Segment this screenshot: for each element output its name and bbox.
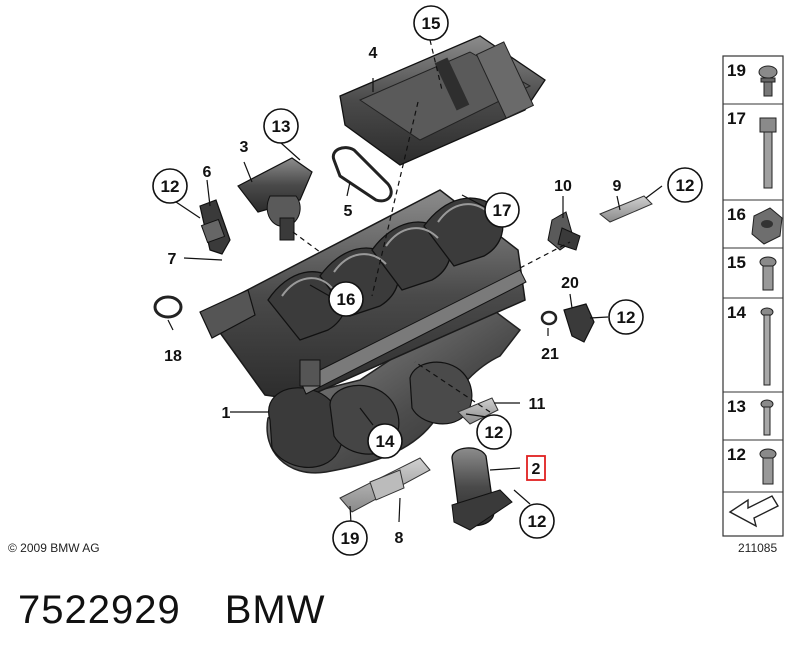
screw-19-icon — [758, 65, 778, 97]
bracket-block — [299, 359, 321, 387]
callout-12-bracket11: 12 — [476, 414, 512, 450]
bracket-10 — [547, 211, 581, 251]
label-18: 18 — [164, 348, 182, 365]
bolt-17-icon — [759, 117, 777, 189]
callout-12-sensor6: 12 — [152, 168, 188, 204]
svg-text:13: 13 — [272, 117, 291, 136]
bracket-9 — [599, 195, 653, 223]
callout-14: 14 — [367, 423, 403, 459]
o-ring-18 — [153, 295, 183, 319]
screw-12-icon — [759, 448, 777, 485]
label-2-highlighted: 2 — [526, 455, 546, 481]
fastener-panel: 19 17 16 15 14 13 12 — [722, 55, 784, 537]
panel-label-12: 12 — [727, 445, 746, 464]
panel-label-14: 14 — [727, 303, 746, 322]
label-20: 20 — [561, 275, 579, 292]
sensor-20 — [563, 303, 595, 343]
svg-text:12: 12 — [485, 423, 504, 442]
panel-label-19: 19 — [727, 61, 746, 80]
gasket-loop-5 — [331, 146, 393, 203]
label-21: 21 — [541, 346, 559, 363]
sensor-6 — [199, 199, 231, 255]
intake-manifold-illustration — [199, 189, 527, 474]
copyright-notice: © 2009 BMW AG — [8, 541, 100, 555]
panel-label-13: 13 — [727, 397, 746, 416]
svg-text:15: 15 — [422, 14, 441, 33]
svg-text:12: 12 — [528, 512, 547, 531]
bracket-11 — [457, 397, 499, 425]
label-11: 11 — [529, 396, 546, 413]
label-1: 1 — [222, 405, 231, 422]
leader-lines — [167, 39, 663, 524]
callout-19: 19 — [332, 520, 368, 556]
part-number: 7522929 — [18, 588, 181, 632]
o-ring-21 — [540, 310, 558, 326]
bolt-14-icon — [760, 307, 774, 386]
diagram-id: 211085 — [738, 541, 778, 555]
callout-12-bracket9: 12 — [667, 167, 703, 203]
callout-12-bracket10: 12 — [0, 0, 19, 4]
label-4: 4 — [369, 45, 378, 62]
callout-12-actuator: 12 — [519, 503, 555, 539]
callout-13: 13 — [263, 108, 299, 144]
bracket-8-tab — [369, 469, 405, 501]
direction-arrow-icon — [728, 495, 779, 528]
actuator-2 — [451, 447, 513, 531]
cover-plate-4 — [339, 35, 546, 166]
callout-17: 17 — [484, 192, 520, 228]
panel-label-17: 17 — [727, 109, 746, 128]
label-7: 7 — [168, 251, 177, 268]
screw-13-icon — [760, 399, 774, 436]
svg-text:14: 14 — [376, 432, 395, 451]
label-10: 10 — [554, 178, 572, 195]
callout-16: 16 — [328, 281, 364, 317]
svg-text:17: 17 — [493, 201, 512, 220]
footer-caption: 7522929 BMW — [18, 588, 326, 633]
svg-text:16: 16 — [337, 290, 356, 309]
nut-16-icon — [751, 207, 783, 245]
label-8: 8 — [395, 530, 404, 547]
panel-label-15: 15 — [727, 253, 746, 272]
callout-15: 15 — [413, 5, 449, 41]
svg-text:19: 19 — [341, 529, 360, 548]
manifold-flange — [199, 289, 256, 339]
svg-text:12: 12 — [161, 177, 180, 196]
panel-label-16: 16 — [727, 205, 746, 224]
plain-labels: 4 3 6 5 10 9 7 20 18 21 1 11 2 8 — [164, 45, 621, 547]
runner-bulb-3 — [409, 361, 473, 425]
label-5: 5 — [344, 203, 353, 220]
svg-text:12: 12 — [617, 308, 636, 327]
label-9: 9 — [613, 178, 622, 195]
label-6: 6 — [203, 164, 212, 181]
svg-text:2: 2 — [532, 461, 541, 478]
label-3: 3 — [240, 139, 249, 156]
screw-15-icon — [759, 256, 777, 291]
manifold-rail — [299, 269, 527, 395]
brand-name: BMW — [224, 588, 326, 632]
callouts: 12 13 12 15 17 12 16 12 — [0, 0, 703, 556]
callout-12-sensor20: 12 — [608, 299, 644, 335]
sensor-3 — [237, 157, 313, 241]
svg-text:12: 12 — [676, 176, 695, 195]
